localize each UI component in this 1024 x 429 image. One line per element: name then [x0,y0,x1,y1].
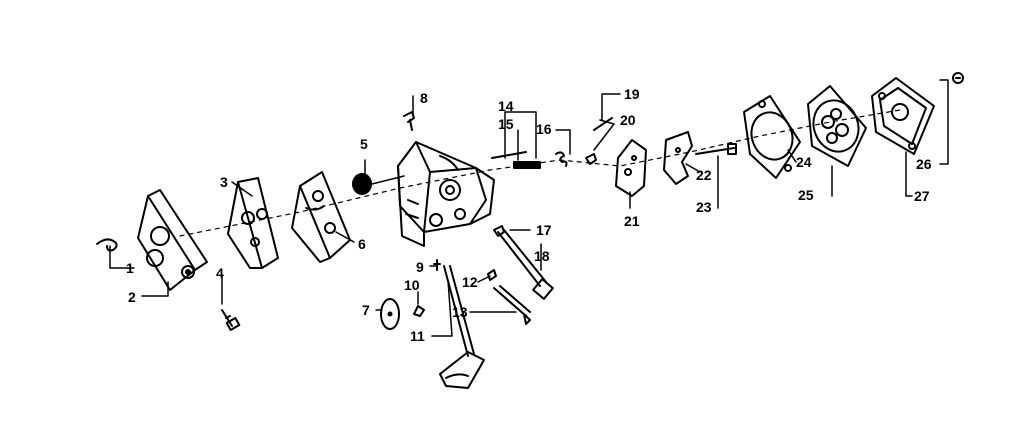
callout-8: 8 [420,90,428,106]
callout-5: 5 [360,136,368,152]
part-5-plug [352,173,372,195]
callout-17: 17 [536,222,552,238]
part-6-diaphragm [291,171,351,263]
carburetor-body [397,141,495,247]
part-12-spring [487,269,497,281]
part-21-plate [615,139,647,197]
callout-12: 12 [462,274,478,290]
part-3-gasket [227,177,279,269]
callout-27: 27 [914,188,930,204]
part-24-gasket [743,95,801,179]
callout-13: 13 [452,304,468,320]
callout-1: 1 [126,260,134,276]
callout-20: 20 [620,112,636,128]
callout-9: 9 [416,259,424,275]
part-13-needle [493,285,531,325]
callout-7: 7 [362,302,370,318]
part-14-shaft [491,151,541,169]
callout-24: 24 [796,154,812,170]
part-27-cover [871,77,935,155]
part-8-clip [403,111,415,131]
part-23-pin [695,143,737,155]
part-17-spring [493,225,505,237]
callout-22: 22 [696,167,712,183]
leader-lines [109,79,949,337]
part-16-spring [555,151,568,167]
callout-19: 19 [624,86,640,102]
part-18-adjust-screw [497,229,554,300]
callout-26: 26 [916,156,932,172]
part-2-cover [137,189,208,291]
part-19-clip [593,117,613,131]
callout-4: 4 [216,265,224,281]
callout-2: 2 [128,289,136,305]
part-20-screw [585,153,597,165]
callout-14: 14 [498,98,514,114]
callout-23: 23 [696,199,712,215]
callout-16: 16 [536,121,552,137]
part-7-disc [380,298,400,330]
part-22-lever [663,131,693,185]
part-10-jet [413,305,425,317]
part-9-screw [433,259,441,271]
part-1-clip [96,238,118,252]
callout-6: 6 [358,236,366,252]
callout-15: 15 [498,116,514,132]
callout-25: 25 [798,187,814,203]
callout-11: 11 [410,328,425,344]
callout-3: 3 [220,174,228,190]
center-axis-line [179,109,901,237]
callout-10: 10 [404,277,420,293]
callout-21: 21 [624,213,640,229]
part-4-screw [221,309,241,331]
part-25-diaphragm [807,85,867,167]
callout-18: 18 [534,248,550,264]
part-26-screw [952,72,964,84]
